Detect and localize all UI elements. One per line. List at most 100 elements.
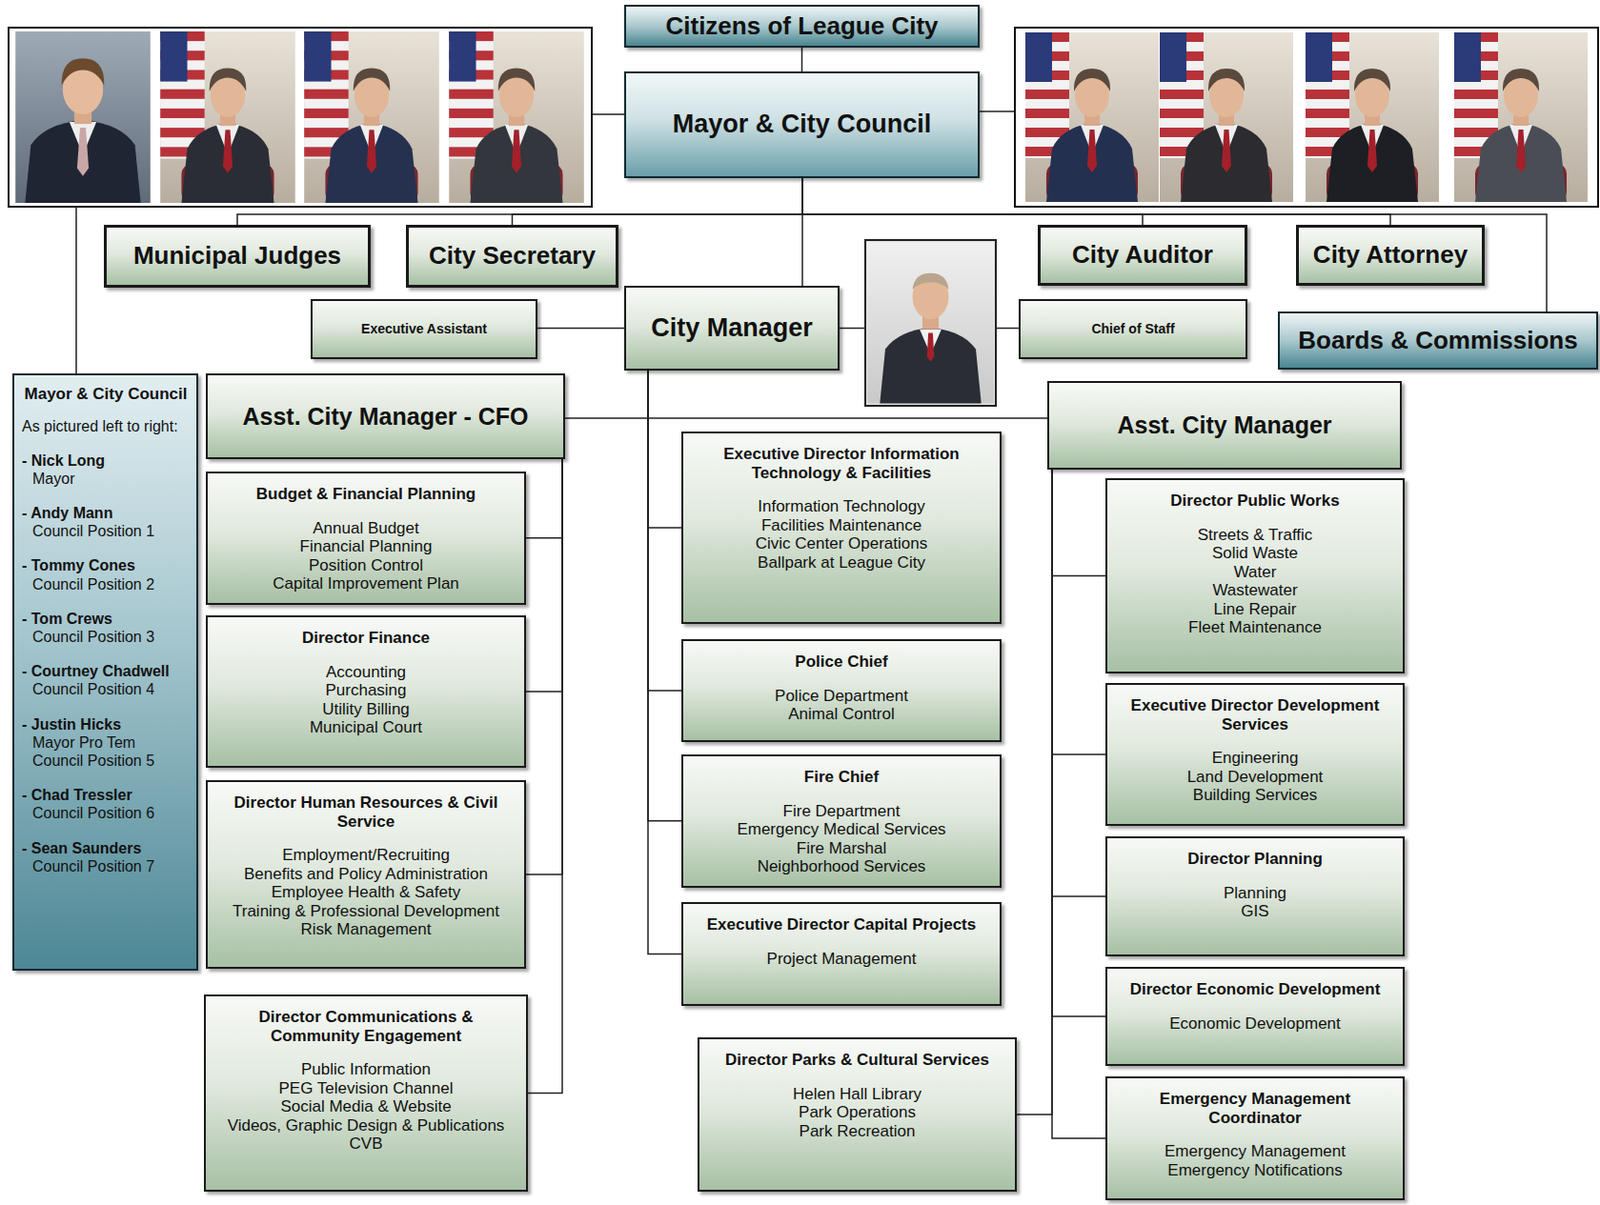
department-heading: Budget & Financial Planning — [256, 485, 476, 505]
staff-box: Chief of Staff — [1018, 299, 1248, 360]
department-duty: Information Technology — [757, 497, 925, 517]
department-duty: Facilities Maintenance — [761, 516, 922, 536]
box-title: Boards & Commissions — [1297, 326, 1578, 356]
department-heading: Director Economic Development — [1130, 980, 1381, 1000]
connector — [537, 327, 625, 330]
department-duty: CVB — [349, 1134, 384, 1155]
member-role: Council Position 7 — [21, 857, 190, 876]
department-box: Executive Director Information Technolog… — [681, 431, 1002, 625]
department-box: Emergency Management CoordinatorEmergenc… — [1105, 1076, 1405, 1201]
manager-box: City Manager — [624, 285, 840, 371]
department-duty: Videos, Graphic Design & Publications — [227, 1116, 506, 1136]
department-duty: Position Control — [308, 556, 424, 576]
portrait — [1159, 32, 1294, 203]
connector — [1052, 469, 1106, 755]
connector — [1052, 469, 1106, 897]
department-heading: Director Planning — [1187, 850, 1323, 870]
box-title: City Attorney — [1313, 241, 1468, 270]
portrait — [867, 242, 994, 404]
member-role: Council Position 6 — [21, 804, 190, 823]
panel-link — [979, 110, 1015, 113]
member-name: - Andy Mann — [21, 504, 190, 523]
department-duty: Purchasing — [324, 681, 406, 701]
department-duty: Solid Waste — [1212, 544, 1298, 564]
connector — [1052, 469, 1106, 1139]
member-name: - Justin Hicks — [21, 715, 190, 734]
department-duty: Public Information — [301, 1060, 431, 1080]
roster-note: As pictured left to right: — [21, 417, 190, 436]
department-heading: Director Communications & Community Enga… — [213, 1008, 519, 1046]
box-title: City Auditor — [1072, 241, 1214, 270]
department-duty: Line Repair — [1214, 600, 1297, 620]
department-heading: Executive Director Capital Projects — [707, 915, 977, 935]
department-duty: Water — [1234, 563, 1277, 583]
member-role: Mayor — [21, 469, 190, 488]
department-duty: Building Services — [1193, 786, 1317, 806]
department-box: Budget & Financial PlanningAnnual Budget… — [205, 471, 527, 606]
portrait — [448, 31, 585, 203]
assistant-manager-box: Asst. City Manager — [1047, 381, 1402, 470]
department-duty: Ballpark at League City — [757, 553, 926, 573]
department-heading: Director Finance — [302, 628, 430, 649]
portrait — [15, 31, 151, 203]
department-duty: Fire Marshal — [796, 839, 887, 859]
department-duty: Park Operations — [798, 1103, 916, 1123]
department-duty: Fire Department — [783, 802, 901, 822]
box-title: Chief of Staff — [1091, 321, 1175, 337]
department-duty: Police Department — [774, 687, 909, 707]
box-title: City Manager — [650, 313, 813, 344]
portrait — [303, 31, 440, 203]
department-box: Police ChiefPolice DepartmentAnimal Cont… — [681, 639, 1002, 743]
connector — [648, 370, 682, 691]
box-title: Citizens of League City — [665, 12, 938, 41]
department-duty: Planning — [1223, 884, 1287, 904]
connector — [648, 370, 682, 528]
member-name: - Tom Crews — [21, 609, 190, 628]
department-duty: Wastewater — [1212, 581, 1297, 601]
box-title: City Secretary — [428, 242, 596, 271]
department-heading: Director Public Works — [1170, 491, 1339, 511]
assistant-manager-box: Asst. City Manager - CFO — [205, 373, 566, 460]
member-role: Council Position 2 — [21, 575, 190, 594]
department-duty: Utility Billing — [322, 700, 410, 720]
department-heading: Emergency Management Coordinator — [1114, 1090, 1396, 1128]
department-duty: Fleet Maintenance — [1188, 618, 1322, 638]
member-name: - Sean Saunders — [21, 839, 190, 858]
department-duty: Benefits and Policy Administration — [243, 865, 488, 885]
department-box: Director Parks & Cultural ServicesHelen … — [697, 1037, 1017, 1193]
department-duty: Municipal Court — [309, 718, 423, 738]
department-duty: PEG Television Channel — [278, 1079, 453, 1099]
department-box: Director Communications & Community Enga… — [203, 994, 528, 1193]
member-role: Council Position 1 — [21, 522, 190, 541]
department-box: Director Economic DevelopmentEconomic De… — [1105, 967, 1405, 1067]
connector — [565, 370, 649, 419]
department-heading: Director Parks & Cultural Services — [725, 1051, 990, 1071]
department-duty: Emergency Management — [1164, 1142, 1346, 1162]
department-duty: Risk Management — [300, 920, 431, 940]
member-role: Council Position 3 — [21, 627, 190, 647]
department-box: Director PlanningPlanningGIS — [1105, 836, 1405, 957]
department-duty: Employee Health & Safety — [271, 883, 461, 903]
connector — [801, 178, 804, 286]
portrait — [1305, 32, 1439, 203]
department-box: Director Human Resources & Civil Service… — [205, 780, 527, 970]
department-duty: Engineering — [1212, 749, 1299, 769]
box-title: Municipal Judges — [133, 242, 342, 271]
department-duty: Emergency Medical Services — [736, 820, 946, 840]
department-box: Executive Director Development ServicesE… — [1105, 683, 1405, 827]
header-box: Citizens of League City — [624, 4, 980, 48]
box-title: Executive Assistant — [361, 321, 487, 337]
department-duty: Accounting — [325, 663, 406, 683]
connector — [648, 370, 682, 955]
council-roster: Mayor & City CouncilAs pictured left to … — [12, 373, 199, 972]
office-box: City Attorney — [1296, 224, 1485, 286]
department-duty: Emergency Notifications — [1167, 1161, 1342, 1181]
member-role: Council Position 4 — [21, 680, 190, 699]
connector — [526, 459, 563, 539]
department-duty: Social Media & Website — [280, 1097, 451, 1117]
department-duty: Project Management — [767, 950, 917, 970]
staff-box: Executive Assistant — [310, 299, 538, 360]
photo-panel — [8, 27, 592, 207]
connector — [1052, 469, 1106, 1017]
